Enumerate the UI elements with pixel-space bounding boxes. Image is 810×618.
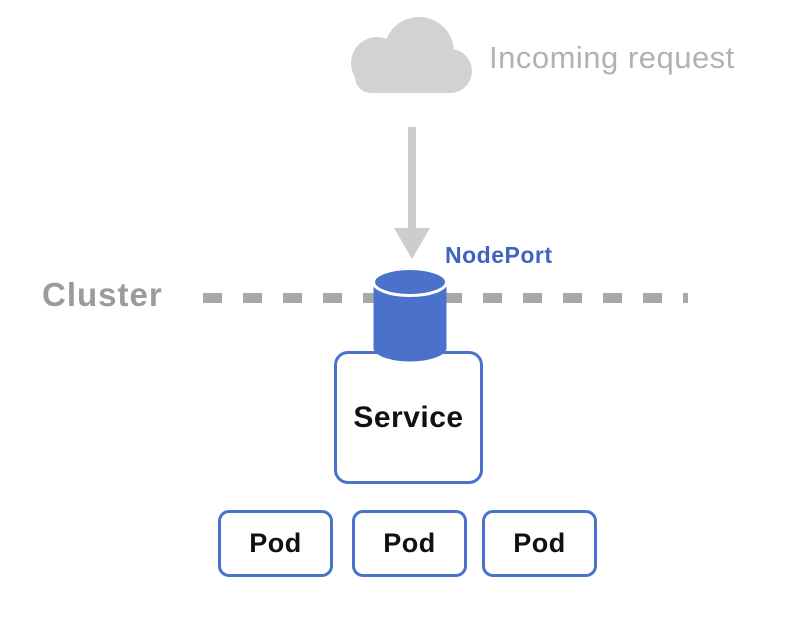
- pod-box: Pod: [218, 510, 333, 577]
- pod-box: Pod: [352, 510, 467, 577]
- pod-label: Pod: [383, 528, 436, 558]
- nodeport-label: NodePort: [445, 242, 553, 268]
- service-label: Service: [353, 400, 464, 434]
- cloud-icon: [351, 17, 472, 93]
- service-box: Service: [334, 351, 483, 484]
- cluster-label: Cluster: [42, 276, 163, 313]
- pod-label: Pod: [249, 528, 302, 558]
- pod-box: Pod: [482, 510, 597, 577]
- arrow-down-icon: [392, 127, 432, 260]
- incoming-request-label: Incoming request: [489, 40, 735, 75]
- arrow-shaft: [408, 127, 416, 230]
- nodeport-cylinder-icon: [372, 267, 448, 362]
- pod-label: Pod: [513, 528, 566, 558]
- arrow-head: [394, 228, 430, 259]
